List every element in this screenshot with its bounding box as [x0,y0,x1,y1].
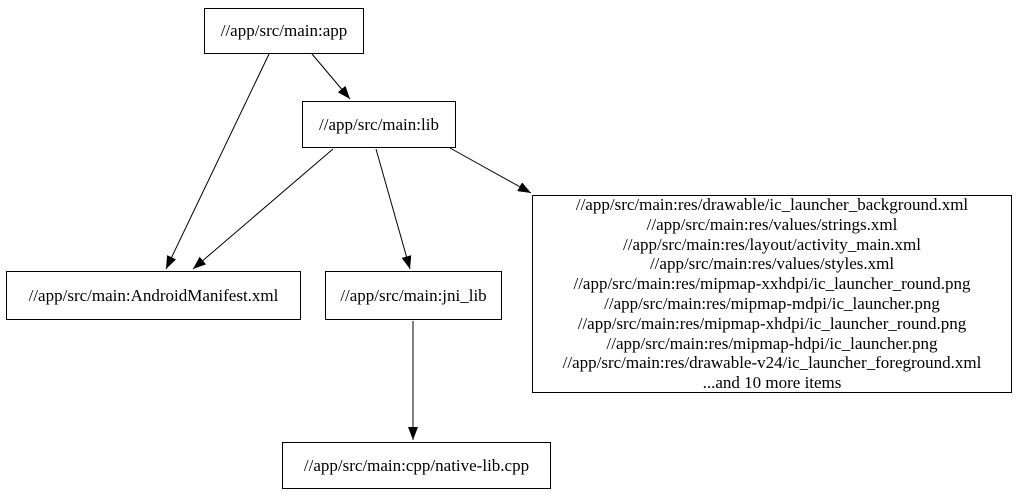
node-resources-group: //app/src/main:res/drawable/ic_launcher_… [532,195,1012,393]
edge-lib-to-resources [449,147,532,194]
edge-lib-to-jni-lib [375,148,412,270]
node-android-manifest-label: //app/src/main:AndroidManifest.xml [28,285,279,305]
resource-item: //app/src/main:res/layout/activity_main.… [623,234,921,254]
node-lib: //app/src/main:lib [302,101,456,148]
node-native-lib-cpp: //app/src/main:cpp/native-lib.cpp [282,442,551,489]
node-app-label: //app/src/main:app [220,21,348,40]
node-app: //app/src/main:app [204,8,364,54]
resource-item: //app/src/main:res/mipmap-mdpi/ic_launch… [604,294,940,313]
node-jni-lib: //app/src/main:jni_lib [325,271,502,320]
resource-item: //app/src/main:res/values/styles.xml [649,254,895,274]
resource-item: //app/src/main:res/drawable/ic_launcher_… [575,195,969,215]
node-android-manifest: //app/src/main:AndroidManifest.xml [6,271,301,320]
resource-item: //app/src/main:res/mipmap-xhdpi/ic_launc… [577,313,967,333]
resource-item: //app/src/main:res/values/strings.xml [646,214,898,234]
node-native-lib-cpp-label: //app/src/main:cpp/native-lib.cpp [303,455,530,475]
edge-app-to-android-manifest [165,53,270,270]
node-lib-label: //app/src/main:lib [319,114,439,134]
resource-item: //app/src/main:res/drawable-v24/ic_launc… [562,353,982,373]
resource-more-items: ...and 10 more items [702,373,842,393]
resource-item: //app/src/main:res/mipmap-xxhdpi/ic_laun… [573,274,971,294]
resource-item: //app/src/main:res/mipmap-hdpi/ic_launch… [606,333,938,353]
node-jni-lib-label: //app/src/main:jni_lib [340,285,487,305]
edge-lib-to-android-manifest [192,148,334,270]
edge-app-to-lib [311,53,351,100]
